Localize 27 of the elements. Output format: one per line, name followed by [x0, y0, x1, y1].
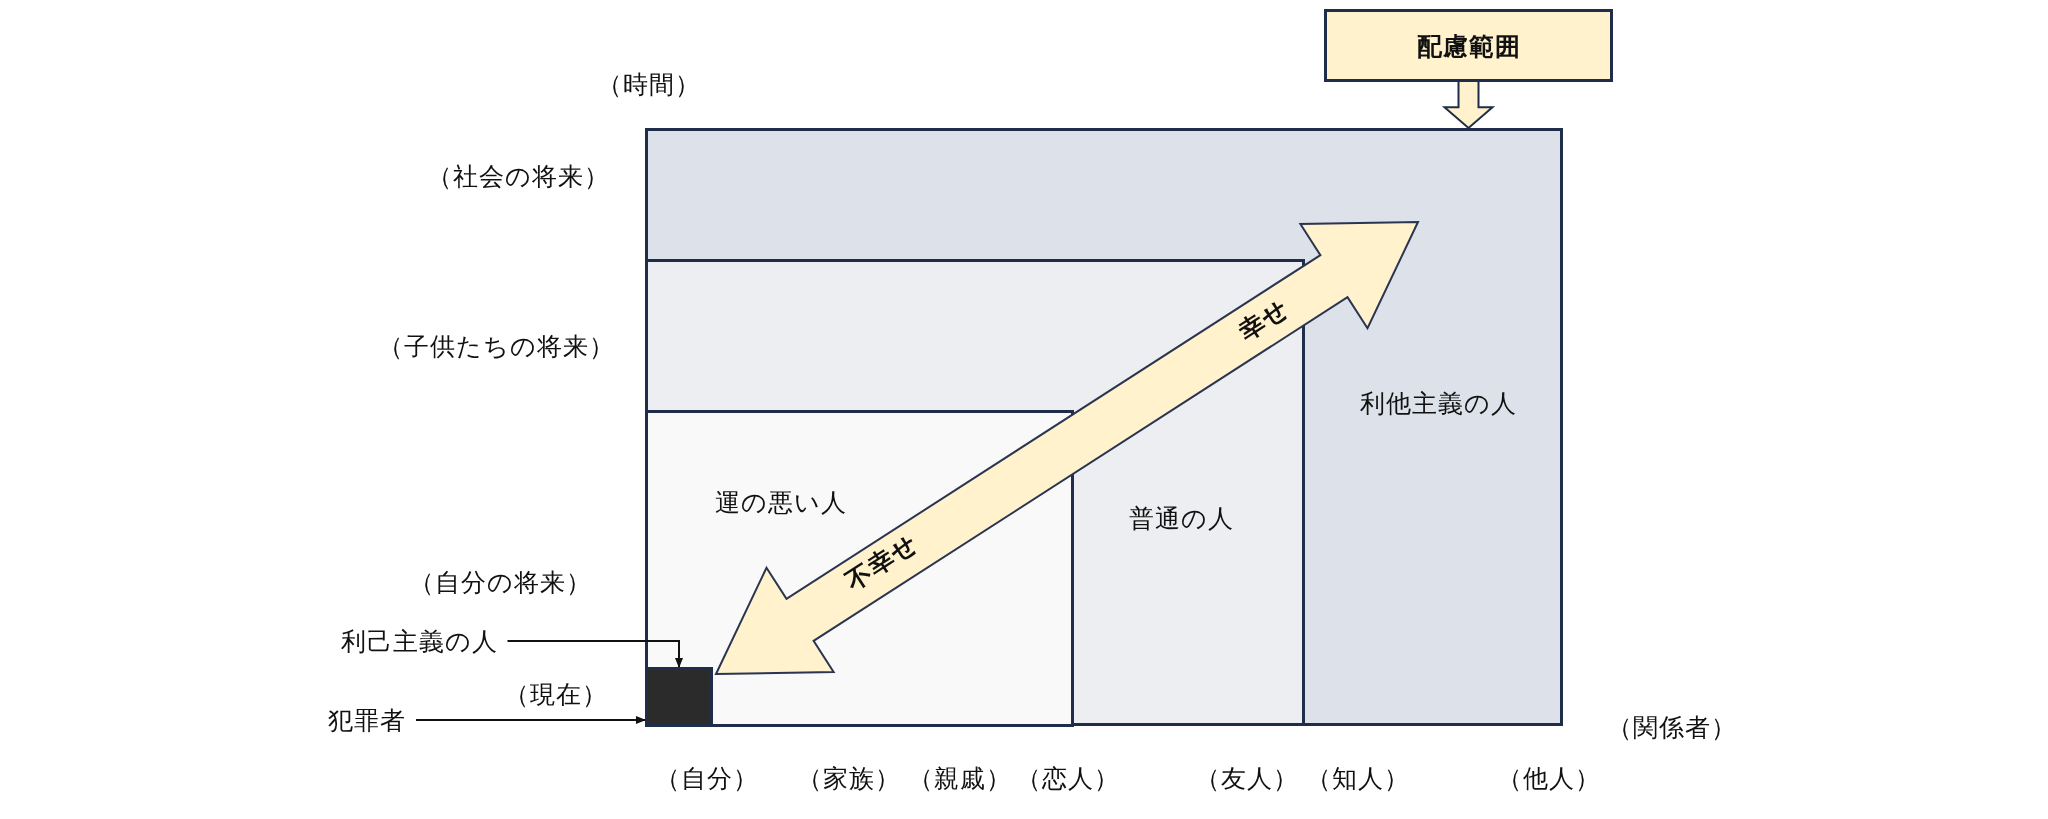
- node-text: 犯罪者: [328, 703, 406, 737]
- node-label: 運の悪い人: [715, 486, 848, 519]
- axis-label: （社会の将来）: [426, 160, 610, 193]
- axis-label: （現在）: [504, 678, 608, 711]
- callout-box: [1324, 9, 1613, 82]
- axis-label: （自分の将来）: [408, 566, 592, 599]
- range-box: [645, 128, 1563, 726]
- axis-label: （恋人）: [1016, 762, 1120, 795]
- node-label: 配慮範囲: [1416, 30, 1521, 62]
- block-arrow: [1441, 81, 1496, 130]
- axis-label: （他人）: [1497, 762, 1601, 795]
- axis-label: （自分）: [655, 762, 759, 795]
- node-text: 利己主義の人: [340, 624, 498, 658]
- axis-label: （関係者）: [1607, 711, 1737, 744]
- filled-square: [645, 667, 713, 727]
- axis-label: （親戚）: [908, 762, 1012, 795]
- axis-label: （家族）: [797, 762, 901, 795]
- axis-label: （友人）: [1195, 762, 1299, 795]
- arrow-label: 不幸せ: [839, 527, 925, 598]
- axis-label: （知人）: [1306, 762, 1410, 795]
- arrow: [415, 716, 646, 724]
- node-label: 普通の人: [1128, 502, 1234, 535]
- arrow: [506, 640, 683, 668]
- axis-label: （時間）: [597, 68, 701, 101]
- axis-label: （子供たちの将来）: [377, 330, 615, 363]
- arrow-label: 幸せ: [1232, 292, 1296, 349]
- node-label: 利他主義の人: [1360, 387, 1518, 420]
